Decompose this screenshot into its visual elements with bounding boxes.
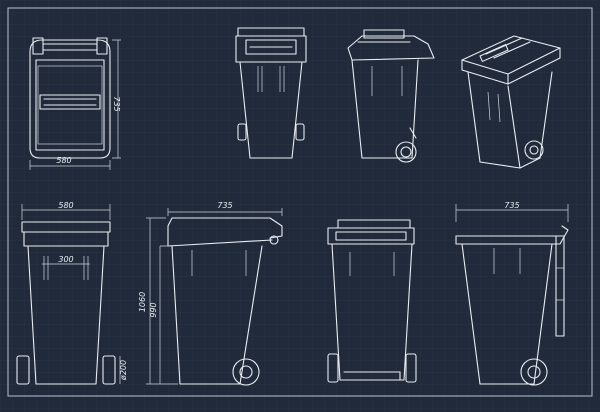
- dim-front-width: 580: [58, 201, 73, 210]
- side-view-small: [347, 29, 435, 163]
- dim-side-depth: 735: [217, 201, 232, 210]
- top-view: 735 580: [29, 37, 121, 170]
- dim-side-height-body: 990: [149, 302, 158, 317]
- dim-front-wheel: ø200: [119, 360, 128, 381]
- back-view: [327, 219, 417, 383]
- dim-top-height: 735: [112, 96, 121, 111]
- drawing-frame: [7, 7, 593, 397]
- side-view: 735 1060 990: [138, 201, 283, 386]
- isometric-view: [461, 35, 561, 169]
- front-view: 580 300 ø200: [16, 201, 128, 385]
- side-view-right: 735: [455, 201, 569, 386]
- dim-top-width: 580: [56, 156, 71, 165]
- dim-side-height-total: 1060: [138, 292, 147, 312]
- front-view-small: [235, 27, 307, 159]
- dim-front-inner-width: 300: [58, 255, 73, 264]
- dim-right-depth: 735: [504, 201, 519, 210]
